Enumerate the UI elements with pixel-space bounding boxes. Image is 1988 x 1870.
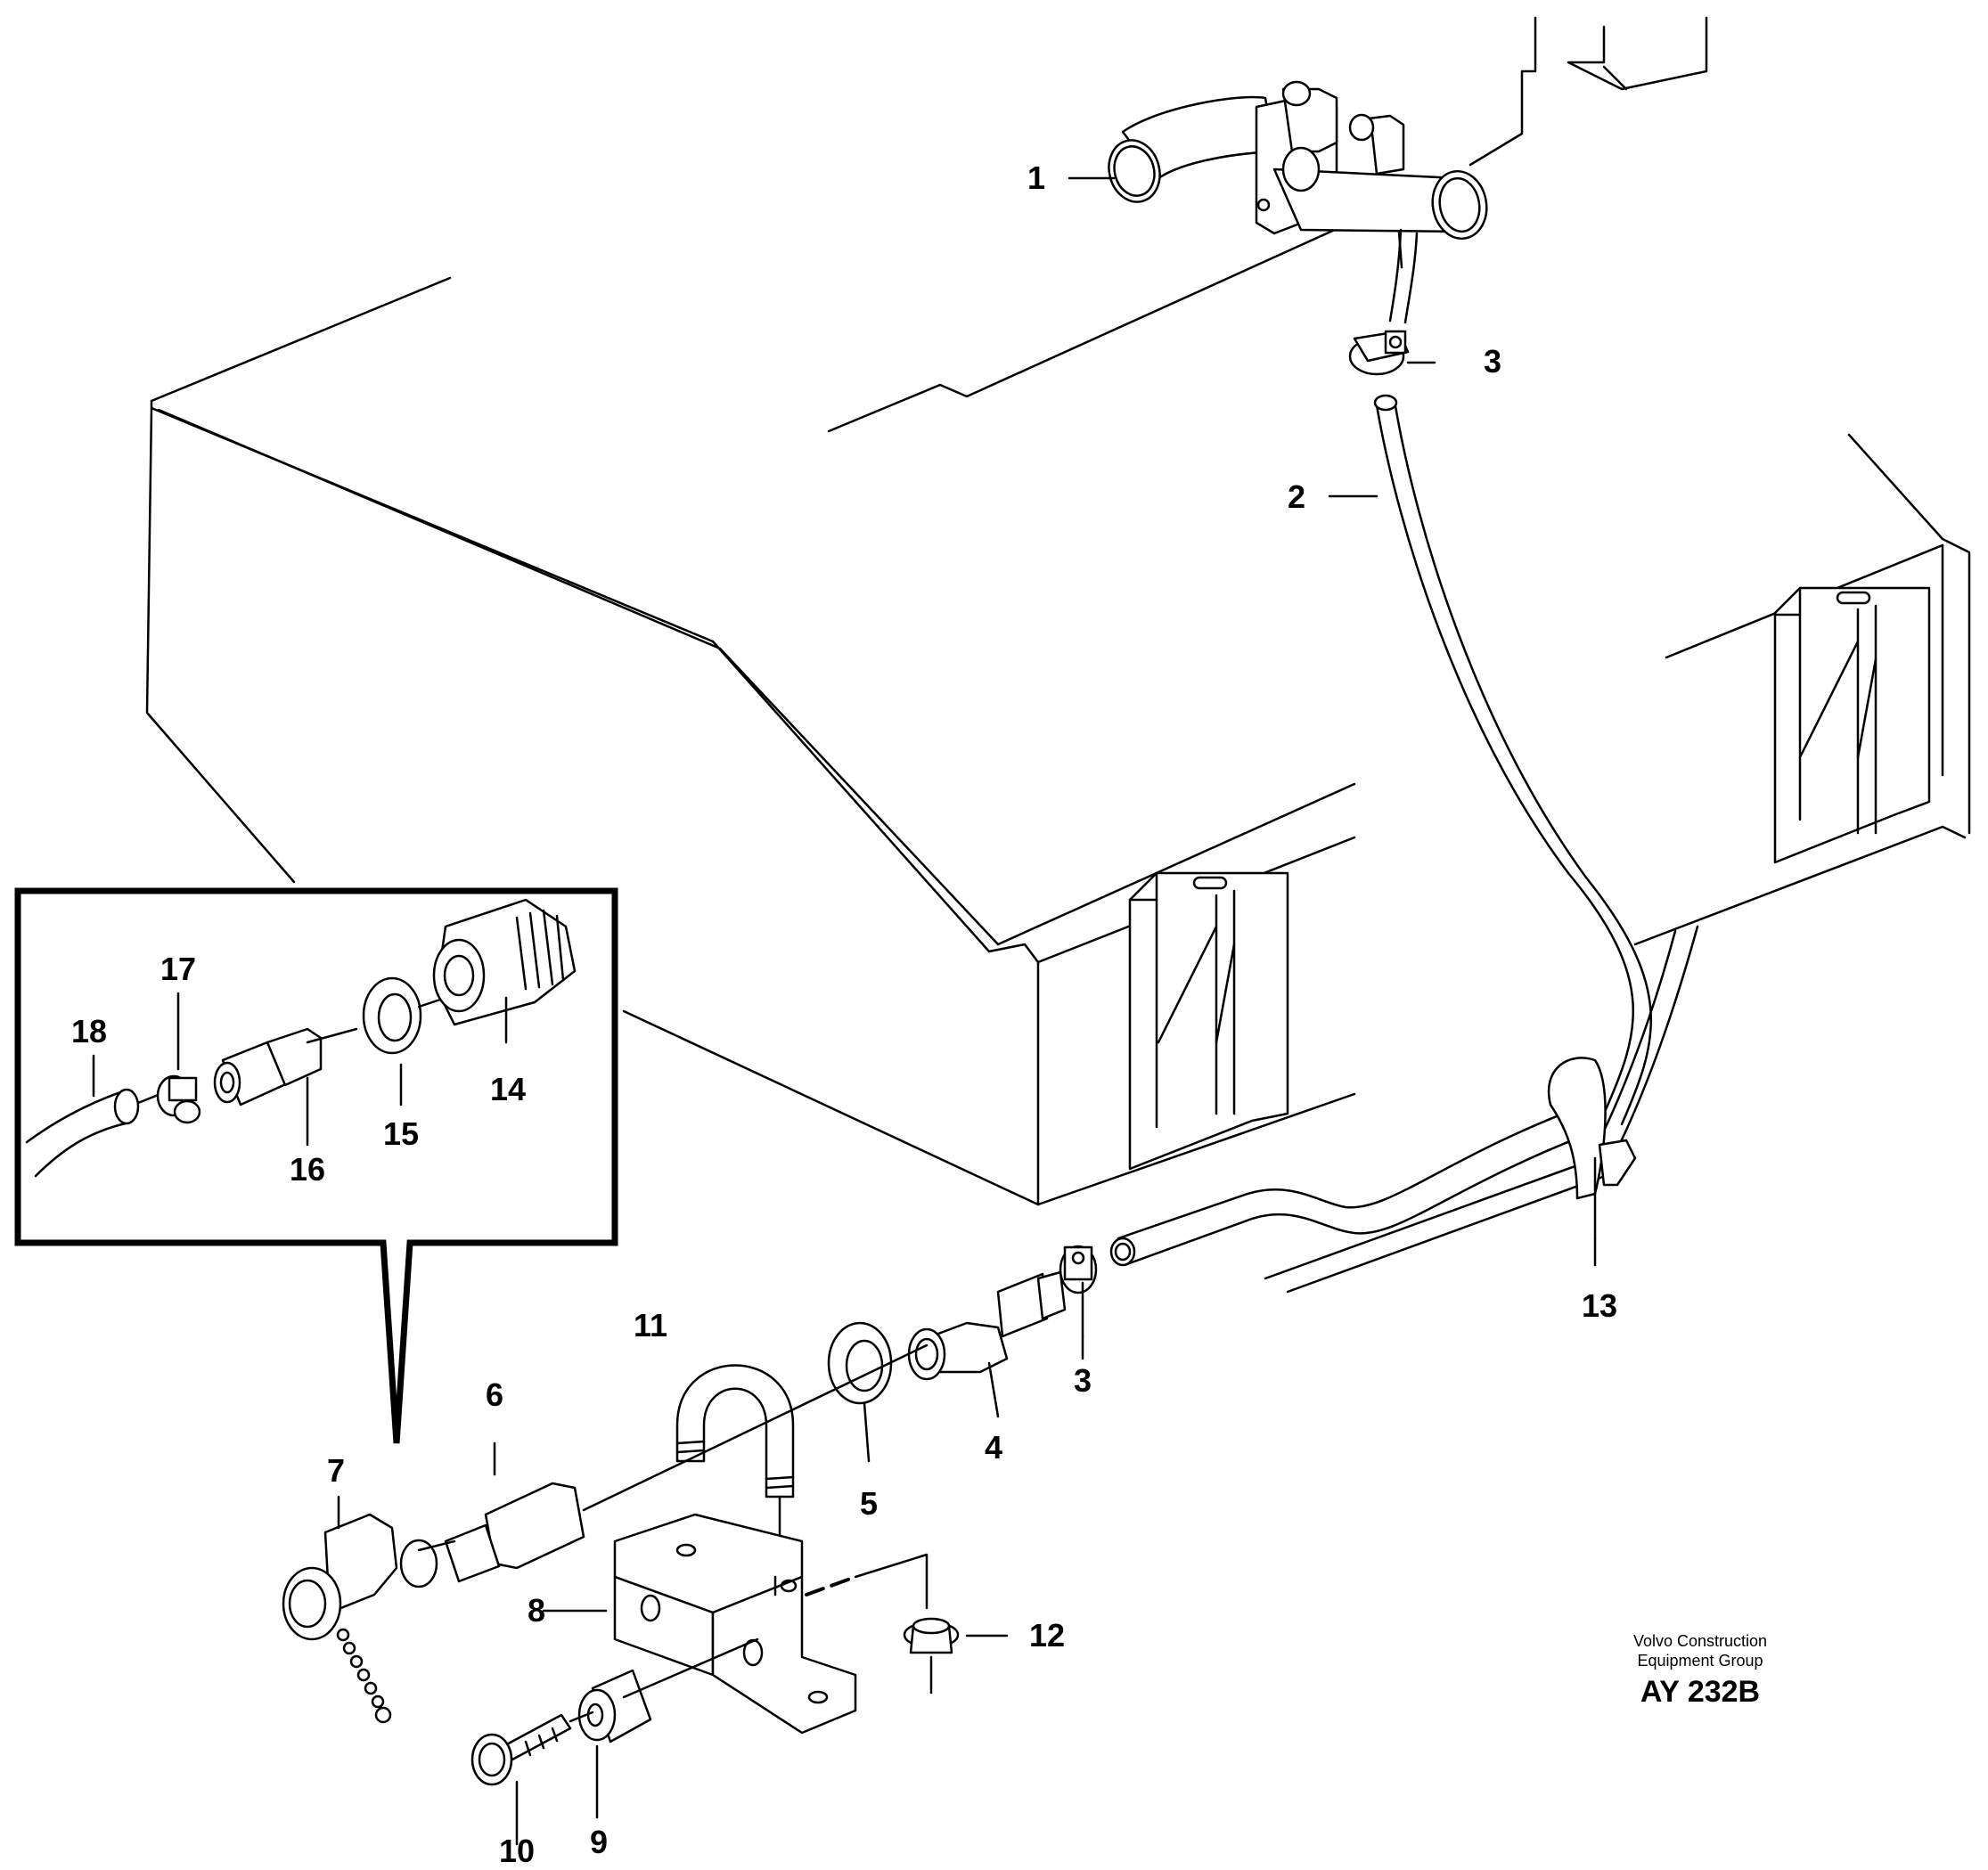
part-3-hose-clamp-bottom [1059,1245,1098,1338]
callout-13: 13 [1582,1287,1617,1324]
brand-block: Volvo Construction Equipment Group AY 23… [1633,1632,1767,1709]
callout-2: 2 [1288,478,1305,515]
callouts: 1 2 3 3 4 5 6 7 8 9 10 11 12 13 14 15 16… [71,159,1617,1869]
part-9-spacer [577,1637,759,1743]
callout-8: 8 [528,1592,545,1629]
tank-bracket-right [1773,586,1931,864]
part-4-hose-nipple [907,1270,1067,1418]
part-3-hose-clamp-top [1348,330,1410,376]
part-6-quick-connector [399,1343,929,1588]
tank-bracket-middle [1128,871,1289,1171]
callout-3-bottom: 3 [1074,1362,1092,1399]
callout-10: 10 [499,1833,535,1869]
callout-5: 5 [860,1485,878,1522]
callout-15: 15 [383,1115,419,1152]
callout-16: 16 [290,1151,325,1188]
callout-14: 14 [490,1071,526,1107]
callout-11: 11 [634,1307,667,1343]
callout-9: 9 [590,1824,608,1860]
diagram-code: AY 232B [1640,1675,1760,1709]
detail-inset [14,887,618,1444]
brand-line-2: Equipment Group [1637,1652,1763,1670]
part-7-dust-cap [282,1495,398,1724]
callout-1: 1 [1027,159,1045,196]
callout-12: 12 [1029,1617,1065,1654]
callout-4: 4 [985,1429,1002,1466]
callout-6: 6 [486,1376,503,1413]
part-13-saddle-clamp [1547,1057,1637,1240]
part-2-hose [1109,228,1652,1267]
callout-7: 7 [327,1452,345,1489]
part-1-heater-pipe [1108,80,1488,269]
callout-18: 18 [71,1013,107,1049]
frame-top-right [1469,16,1708,167]
part-8-mounting-bracket [613,1513,929,1735]
part-5-washer [827,1321,893,1463]
callout-3-top: 3 [1484,343,1501,380]
callout-17: 17 [160,951,196,987]
part-10-flange-bolt [470,1711,594,1786]
part-12-flange-nut [903,1617,960,1694]
brand-line-1: Volvo Construction [1633,1632,1767,1650]
leader-lines [515,176,1597,1846]
